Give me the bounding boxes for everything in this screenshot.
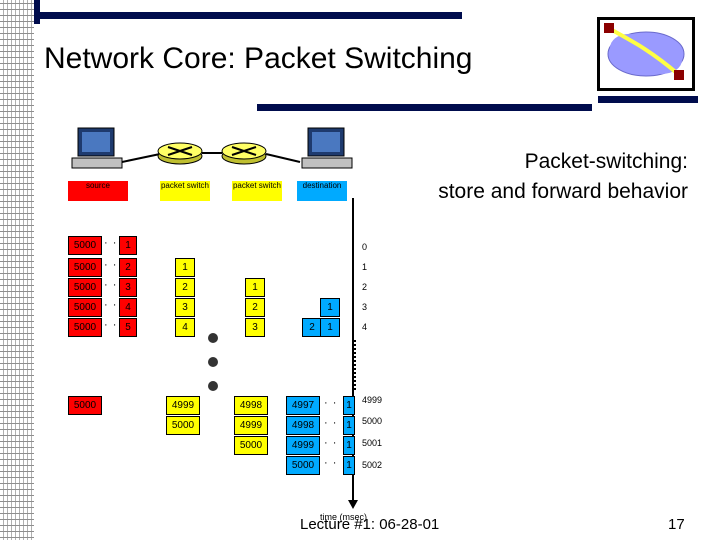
dest-bottom-one: 1 [343,416,355,435]
switch1-cell-2: 2 [175,278,195,297]
dest-bottom-3: 4999 [286,436,320,455]
dest-ellipsis: · · [324,417,338,429]
time-axis-gap [354,340,359,390]
source-bottom-row: 5000 [68,396,102,415]
source-ellipsis: · · [104,237,118,249]
source-queue-1: 1 [119,236,137,255]
destination-computer-icon [301,127,353,169]
under-title-bar [257,104,592,111]
source-queue-3: 3 [119,278,137,297]
switch2-bottom-1: 4998 [234,396,268,415]
dest-cell-3: 1 [320,318,340,337]
source-row-1: 5000 [68,236,102,255]
time-tick: 5000 [362,416,383,426]
dest-bottom-one: 1 [343,396,355,415]
source-ellipsis: · · [104,319,118,331]
top-left-bar [34,0,40,24]
switch1-bottom-1: 4999 [166,396,200,415]
subtitle-line-1: Packet-switching: [524,150,688,173]
dest-bottom-4: 5000 [286,456,320,475]
switch1-bottom-2: 5000 [166,416,200,435]
continuation-dot [208,333,218,343]
time-tick: 2 [362,282,368,292]
dest-cell-2: 2 [302,318,322,337]
source-queue-5: 5 [119,318,137,337]
source-row-5: 5000 [68,318,102,337]
source-queue-2: 2 [119,258,137,277]
source-queue-4: 4 [119,298,137,317]
switch2-cell-1: 1 [245,278,265,297]
source-label: source [68,181,128,201]
router-2-icon [221,142,267,165]
network-cloud-logo [597,17,695,91]
source-ellipsis: · · [104,299,118,311]
dest-bottom-one: 1 [343,456,355,475]
dest-bottom-2: 4998 [286,416,320,435]
continuation-dot [208,357,218,367]
switch2-label: packet switch [232,181,282,201]
switch2-cell-2: 2 [245,298,265,317]
switch1-cell-3: 3 [175,298,195,317]
logo-underbar [598,96,698,103]
dest-bottom-1: 4997 [286,396,320,415]
cloud-icon [604,23,685,80]
dest-ellipsis: · · [324,457,338,469]
time-axis-line [352,198,354,503]
source-row-4: 5000 [68,298,102,317]
time-tick: 5001 [362,438,383,448]
switch1-label: packet switch [160,181,210,201]
left-stripe-decoration [0,0,34,540]
dest-cell-1: 1 [320,298,340,317]
continuation-dot [208,381,218,391]
subtitle: Packet-switching: store and forward beha… [438,147,688,207]
top-title-bar [34,12,462,19]
switch1-cell-1: 1 [175,258,195,277]
dest-bottom-one: 1 [343,436,355,455]
switch2-bottom-3: 5000 [234,436,268,455]
time-tick: 4999 [362,395,383,405]
time-tick: 3 [362,302,368,312]
page-number: 17 [668,516,685,533]
switch1-cell-4: 4 [175,318,195,337]
source-ellipsis: · · [104,279,118,291]
network-topology [71,127,353,169]
slide-title: Network Core: Packet Switching [44,42,473,75]
time-axis-arrow-icon [348,500,358,509]
switch2-cell-3: 3 [245,318,265,337]
dest-ellipsis: · · [324,437,338,449]
time-tick: 1 [362,262,368,272]
source-row-2: 5000 [68,258,102,277]
switch2-bottom-2: 4999 [234,416,268,435]
source-ellipsis: · · [104,259,118,271]
time-tick: 4 [362,322,368,332]
subtitle-line-2: store and forward behavior [438,180,688,203]
source-row-3: 5000 [68,278,102,297]
destination-label: destination [297,181,347,201]
time-axis-label: time (msec) [320,512,367,522]
source-computer-icon [71,127,123,169]
time-tick: 5002 [362,460,383,470]
time-tick: 0 [362,242,368,252]
router-1-icon [157,142,203,165]
dest-ellipsis: · · [324,397,338,409]
footer-lecture: Lecture #1: 06-28-01 [300,516,440,533]
